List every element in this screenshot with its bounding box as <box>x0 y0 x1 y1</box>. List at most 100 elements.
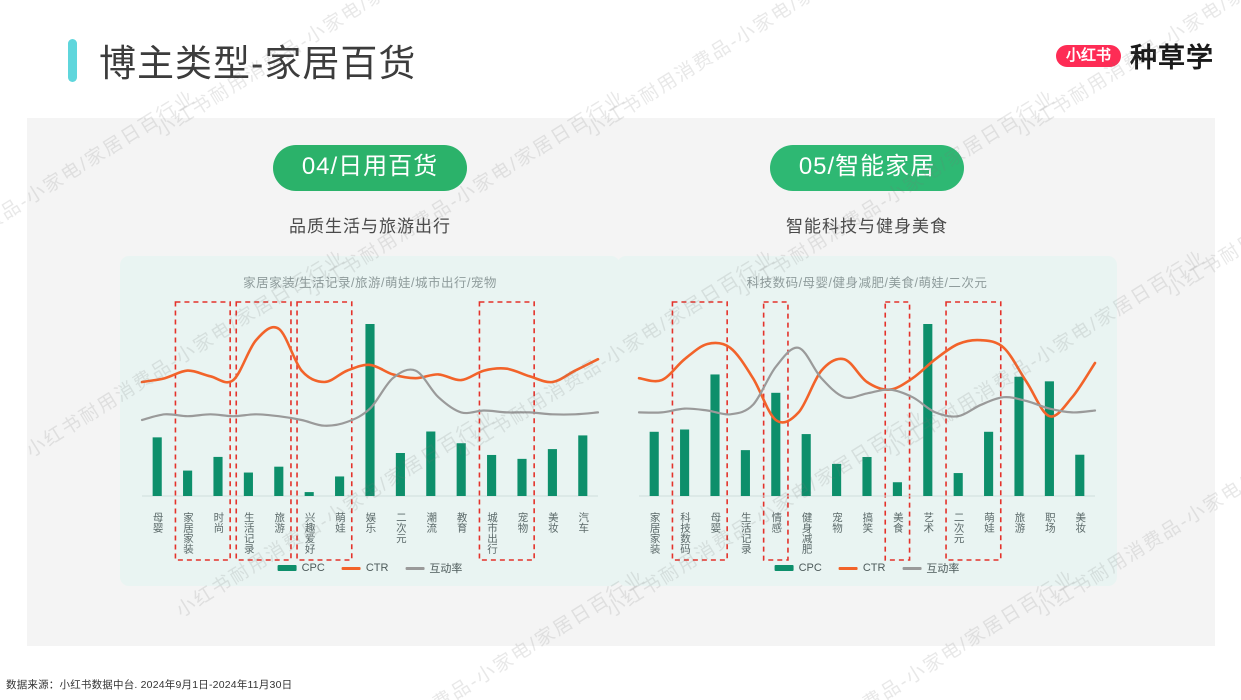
bar-cpc <box>1014 376 1024 496</box>
panel-subtitle-04: 品质生活与旅游出行 <box>289 217 451 237</box>
chart-legend-05: CPC CTR 互动率 <box>774 560 959 576</box>
brand-logo: 小红书 种草学 <box>1055 36 1214 75</box>
bar-cpc <box>680 429 690 496</box>
xaxis-label: 旅游 <box>1013 512 1026 533</box>
highlight-box <box>762 301 789 561</box>
xaxis-label: 情感 <box>770 512 783 533</box>
line-ctr <box>140 325 600 384</box>
xaxis-label: 萌娃 <box>334 512 346 533</box>
chart-plot-05 <box>637 300 1097 561</box>
panel-badge-05: 05/智能家居 <box>769 145 965 192</box>
xaxis-label: 母婴 <box>151 512 164 533</box>
bar-cpc <box>578 435 588 496</box>
data-source-note: 数据来源：小红书数据中台. 2024年9月1日-2024年11月30日 <box>6 679 293 691</box>
xaxis-label: 美妆 <box>546 512 559 533</box>
legend-label-ctr: CTR <box>862 562 886 574</box>
xaxis-label: 艺术 <box>922 512 935 533</box>
bar-cpc <box>923 324 933 496</box>
xaxis-label: 宠物 <box>831 512 843 533</box>
highlight-box <box>174 301 231 561</box>
chart-card-05: 科技数码/母婴/健身减肥/美食/萌娃/二次元 家居家装科技数码母婴生活记录情感健… <box>617 256 1117 586</box>
bar-cpc <box>213 456 223 496</box>
bar-cpc <box>771 392 781 496</box>
chart-plot-04 <box>140 300 600 561</box>
xaxis-label: 时尚 <box>212 512 225 533</box>
bar-cpc <box>395 453 405 496</box>
panel-badge-04: 04/日用百货 <box>272 145 468 192</box>
legend-item-ctr: CTR <box>341 562 388 574</box>
legend-item-engagement: 互动率 <box>902 560 959 576</box>
bar-cpc <box>243 472 253 496</box>
xaxis-label: 城市出行 <box>486 512 499 554</box>
chart-xaxis-05: 家居家装科技数码母婴生活记录情感健身减肥宠物搞笑美食艺术二次元萌娃旅游职场美妆 <box>639 512 1095 574</box>
xaxis-label: 搞笑 <box>861 512 874 533</box>
xaxis-label: 美食 <box>891 512 904 533</box>
xaxis-label: 生活记录 <box>739 512 752 554</box>
bar-cpc <box>1044 381 1054 496</box>
xaxis-label: 汽车 <box>577 512 590 533</box>
highlight-box <box>478 301 535 561</box>
bar-cpc <box>740 450 750 496</box>
bar-cpc <box>984 431 994 496</box>
xaxis-label: 二次元 <box>952 512 965 544</box>
page-title: 博主类型-家居百货 <box>68 33 416 87</box>
bar-cpc <box>152 437 162 496</box>
xaxis-label: 教育 <box>455 512 468 533</box>
legend-swatch-ctr <box>341 566 361 570</box>
chart-caption-04: 家居家装/生活记录/旅游/萌娃/城市出行/宠物 <box>243 276 497 290</box>
highlight-box <box>945 301 1002 561</box>
xaxis-label: 潮流 <box>425 512 438 533</box>
xaxis-label: 二次元 <box>394 512 407 544</box>
bar-cpc <box>183 470 193 496</box>
legend-swatch-ctr <box>838 566 858 570</box>
bar-cpc <box>1075 454 1085 496</box>
page-header: 博主类型-家居百货 小红书 种草学 <box>0 0 1241 112</box>
panel-subtitle-05: 智能科技与健身美食 <box>786 217 948 237</box>
legend-item-cpc: CPC <box>277 562 325 574</box>
bar-cpc <box>710 374 720 496</box>
legend-swatch-cpc <box>277 565 297 571</box>
bar-cpc <box>304 492 314 496</box>
bar-cpc <box>517 458 527 496</box>
panel-04: 04/日用百货 品质生活与旅游出行 家居家装/生活记录/旅游/萌娃/城市出行/宠… <box>120 118 620 646</box>
xaxis-label: 生活记录 <box>242 512 255 554</box>
line-engagement <box>140 368 600 427</box>
xaxis-label: 健身减肥 <box>800 512 813 554</box>
title-accent-bar <box>68 38 77 82</box>
bar-cpc <box>426 431 436 496</box>
bar-cpc <box>862 457 872 496</box>
xaxis-label: 职场 <box>1043 512 1056 533</box>
xaxis-label: 旅游 <box>273 512 286 533</box>
legend-swatch-engagement <box>902 566 922 570</box>
highlight-box <box>884 301 911 561</box>
bar-cpc <box>274 466 284 496</box>
logo-pill-text: 小红书 <box>1055 44 1121 67</box>
bar-cpc <box>953 473 963 496</box>
bar-cpc <box>892 482 902 496</box>
panel-05: 05/智能家居 智能科技与健身美食 科技数码/母婴/健身减肥/美食/萌娃/二次元… <box>617 118 1117 646</box>
content-board: 04/日用百货 品质生活与旅游出行 家居家装/生活记录/旅游/萌娃/城市出行/宠… <box>27 118 1215 646</box>
highlight-box <box>235 301 292 561</box>
legend-label-cpc: CPC <box>301 562 325 574</box>
legend-item-ctr: CTR <box>838 562 886 574</box>
chart-xaxis-04: 母婴家居家装时尚生活记录旅游兴趣爱好萌娃娱乐二次元潮流教育城市出行宠物美妆汽车 <box>142 512 598 574</box>
legend-label-engagement: 互动率 <box>429 563 463 575</box>
chart-card-04: 家居家装/生活记录/旅游/萌娃/城市出行/宠物 母婴家居家装时尚生活记录旅游兴趣… <box>120 256 620 586</box>
bar-cpc <box>335 476 345 496</box>
xaxis-label: 母婴 <box>709 512 722 533</box>
bar-cpc <box>547 449 557 496</box>
xaxis-label: 家居家装 <box>648 512 661 554</box>
xaxis-label: 宠物 <box>516 512 529 533</box>
xaxis-label: 美妆 <box>1074 512 1087 533</box>
xaxis-label: 家居家装 <box>181 512 194 554</box>
page-title-text: 博主类型-家居百货 <box>99 43 417 84</box>
legend-label-cpc: CPC <box>798 562 822 574</box>
line-ctr <box>637 338 1097 424</box>
bar-cpc <box>801 434 811 496</box>
chart-legend-04: CPC CTR 互动率 <box>277 560 463 576</box>
legend-swatch-cpc <box>774 565 794 571</box>
chart-caption-05: 科技数码/母婴/健身减肥/美食/萌娃/二次元 <box>746 276 988 290</box>
legend-label-engagement: 互动率 <box>926 563 960 575</box>
bar-cpc <box>456 443 466 496</box>
xaxis-label: 萌娃 <box>983 512 996 533</box>
